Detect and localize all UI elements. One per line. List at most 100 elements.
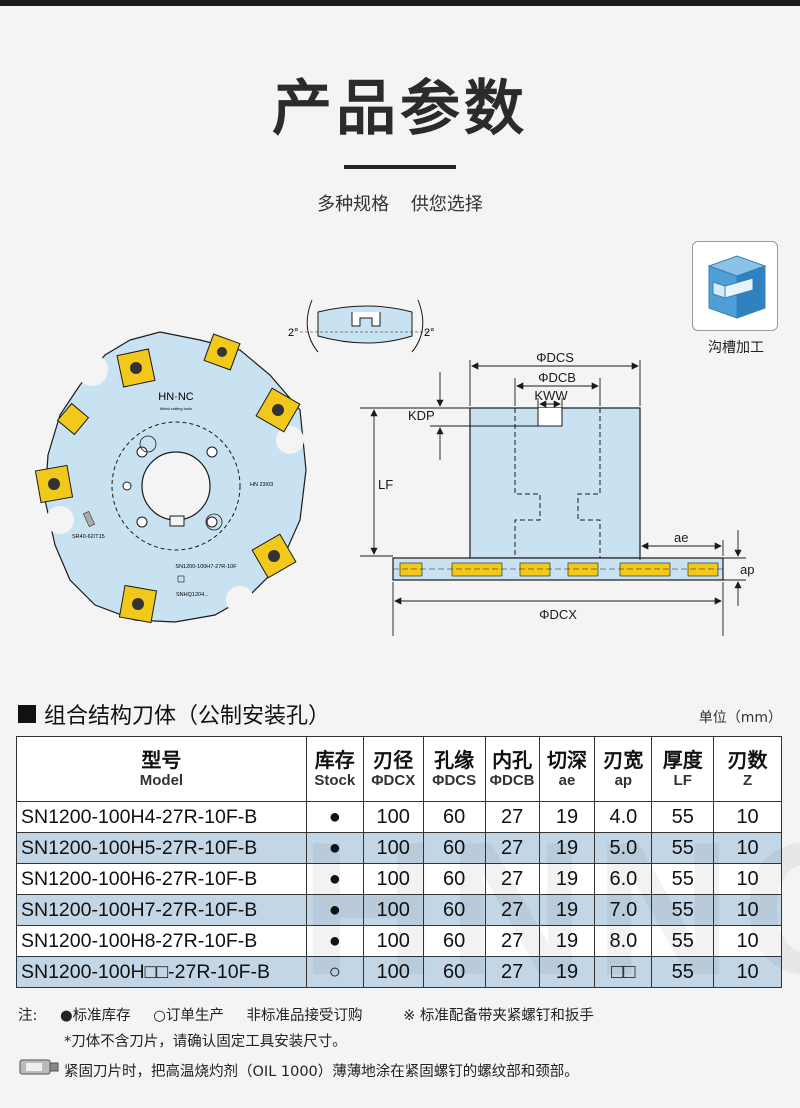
table-cell: ○ bbox=[305, 956, 364, 988]
dim-dcx-label: ΦDCX bbox=[539, 607, 577, 622]
tool-diagram: 2° 2° HN·NC Metal cutting tools SN bbox=[34, 299, 754, 636]
section-title: 组合结构刀体（公制安装孔） bbox=[18, 698, 330, 730]
cutter-front-view: HN·NC Metal cutting tools SN1200-100H7-2… bbox=[34, 331, 307, 624]
table-cell: 19 bbox=[538, 801, 596, 833]
table-cell: 100 bbox=[362, 801, 424, 833]
page-subtitle: 多种规格 供您选择 bbox=[0, 190, 800, 216]
subtitle-part-1: 多种规格 bbox=[317, 194, 390, 215]
model-cell: SN1200-100H7-27R-10F-B bbox=[16, 894, 307, 926]
tool-date-mark: HN 23/03 bbox=[250, 482, 273, 488]
model-cell: SN1200-100H6-27R-10F-B bbox=[16, 863, 307, 895]
brand-logo-text: HN·NC bbox=[158, 391, 193, 403]
note-standard: ●标准库存 bbox=[60, 1008, 131, 1024]
page-title: 产品参数 bbox=[272, 74, 528, 144]
column-header-cn: 刃数 bbox=[727, 748, 768, 772]
column-header-en: ΦDCB bbox=[489, 772, 535, 789]
dim-kww-label: KWW bbox=[534, 388, 568, 403]
column-header-en: ΦDCS bbox=[432, 772, 477, 789]
dim-ae-label: ae bbox=[674, 530, 688, 545]
table-cell: 10 bbox=[713, 925, 782, 957]
table-cell: 10 bbox=[713, 894, 782, 926]
table-cell: 55 bbox=[651, 863, 715, 895]
table-cell: 55 bbox=[651, 801, 715, 833]
column-header-cn: 内孔 bbox=[492, 748, 533, 772]
table-cell: □□ bbox=[594, 956, 653, 988]
table-cell: ● bbox=[305, 801, 364, 833]
note-insert-excluded: *刀体不含刀片，请确认固定工具安装尺寸。 bbox=[64, 1034, 347, 1050]
insert-7 bbox=[56, 402, 90, 436]
table-cell: ● bbox=[305, 863, 364, 895]
column-header-en: ap bbox=[614, 772, 633, 789]
angle-right-label: 2° bbox=[424, 327, 435, 339]
table-cell: 19 bbox=[538, 956, 596, 988]
column-header-en: ae bbox=[558, 772, 576, 789]
model-cell: SN1200-100H5-27R-10F-B bbox=[16, 832, 307, 864]
section-square-icon bbox=[18, 705, 36, 723]
dim-dcb-label: ΦDCB bbox=[538, 370, 576, 385]
table-cell: 60 bbox=[422, 832, 486, 864]
tool-screw-mark: SR40-62/T15 bbox=[72, 534, 105, 540]
column-header-en: LF bbox=[673, 772, 692, 789]
table-cell: 100 bbox=[362, 863, 424, 895]
insert-angle-detail: 2° 2° bbox=[288, 299, 435, 353]
table-cell: 19 bbox=[538, 925, 596, 957]
column-header-cn: 刃径 bbox=[373, 748, 414, 772]
table-cell: ● bbox=[305, 894, 364, 926]
table-cell: 27 bbox=[484, 863, 540, 895]
column-header-cn: 厚度 bbox=[662, 748, 703, 772]
insert-5 bbox=[118, 584, 158, 624]
table-cell: 10 bbox=[713, 801, 782, 833]
table-cell: 60 bbox=[422, 956, 486, 988]
table-cell: 60 bbox=[422, 801, 486, 833]
column-header-en: Model bbox=[139, 772, 184, 789]
groove-label: 沟槽加工 bbox=[708, 340, 764, 356]
table-cell: 27 bbox=[484, 894, 540, 926]
oil-tube-icon bbox=[19, 1059, 59, 1075]
column-header-en: Stock bbox=[314, 772, 356, 789]
table-cell: 100 bbox=[362, 832, 424, 864]
column-header-en: ΦDCX bbox=[371, 772, 416, 789]
model-cell: SN1200-100H4-27R-10F-B bbox=[16, 801, 307, 833]
table-cell: 6.0 bbox=[594, 863, 653, 895]
note-accessory: ※ 标准配备带夹紧螺钉和扳手 bbox=[403, 1008, 594, 1024]
dim-kdp-label: KDP bbox=[408, 408, 435, 423]
groove-icon bbox=[692, 241, 778, 331]
table-cell: 60 bbox=[422, 925, 486, 957]
table-cell: 10 bbox=[713, 832, 782, 864]
table-cell: 27 bbox=[484, 956, 540, 988]
column-header-cn: 孔缘 bbox=[434, 748, 475, 772]
column-header-en: Z bbox=[742, 772, 753, 789]
angle-left-label: 2° bbox=[288, 327, 299, 339]
brand-logo-subtext: Metal cutting tools bbox=[160, 406, 192, 411]
table-cell: ● bbox=[305, 832, 364, 864]
model-cell: SN1200-100H8-27R-10F-B bbox=[16, 925, 307, 957]
top-bar bbox=[0, 0, 800, 6]
tool-insert-mark: SNHQ1204... bbox=[176, 592, 209, 598]
table-cell: 4.0 bbox=[594, 801, 653, 833]
legend-note: 注: ●标准库存 ○订单生产 非标准品接受订购 ※ 标准配备带夹紧螺钉和扳手 bbox=[18, 1004, 594, 1025]
table-cell: 27 bbox=[484, 832, 540, 864]
table-cell: 60 bbox=[422, 894, 486, 926]
note-oil-instruction: 紧固刀片时，把高温烧灼剂（OIL 1000）薄薄地涂在紧固螺钉的螺纹部和颈部。 bbox=[64, 1064, 579, 1080]
table-cell: 55 bbox=[651, 832, 715, 864]
table-cell: 60 bbox=[422, 863, 486, 895]
table-cell: 55 bbox=[651, 925, 715, 957]
table-cell: 19 bbox=[538, 863, 596, 895]
model-cell: SN1200-100H□□-27R-10F-B bbox=[16, 956, 307, 988]
table-cell: 27 bbox=[484, 801, 540, 833]
insert-6 bbox=[34, 464, 74, 504]
column-header-cn: 型号 bbox=[141, 748, 182, 772]
dim-dcs-label: ΦDCS bbox=[536, 350, 574, 365]
column-header-cn: 切深 bbox=[546, 748, 587, 772]
